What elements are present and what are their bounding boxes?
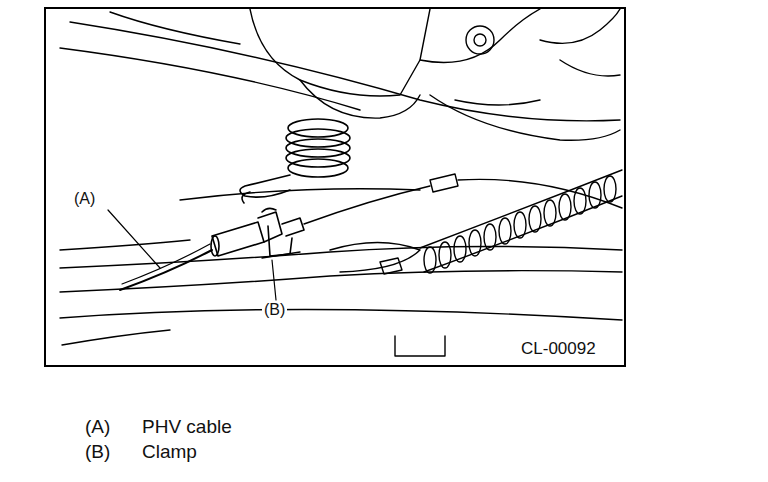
- key-letter: (A): [83, 416, 112, 438]
- key-letter: (B): [83, 441, 112, 463]
- key-text: PHV cable: [140, 416, 234, 438]
- callout-letter: (A): [72, 190, 97, 208]
- key-text: Clamp: [140, 441, 199, 463]
- callout-letter: (B): [262, 301, 287, 319]
- figure-code: CL-00092: [519, 339, 598, 359]
- figure-frame: [45, 8, 625, 366]
